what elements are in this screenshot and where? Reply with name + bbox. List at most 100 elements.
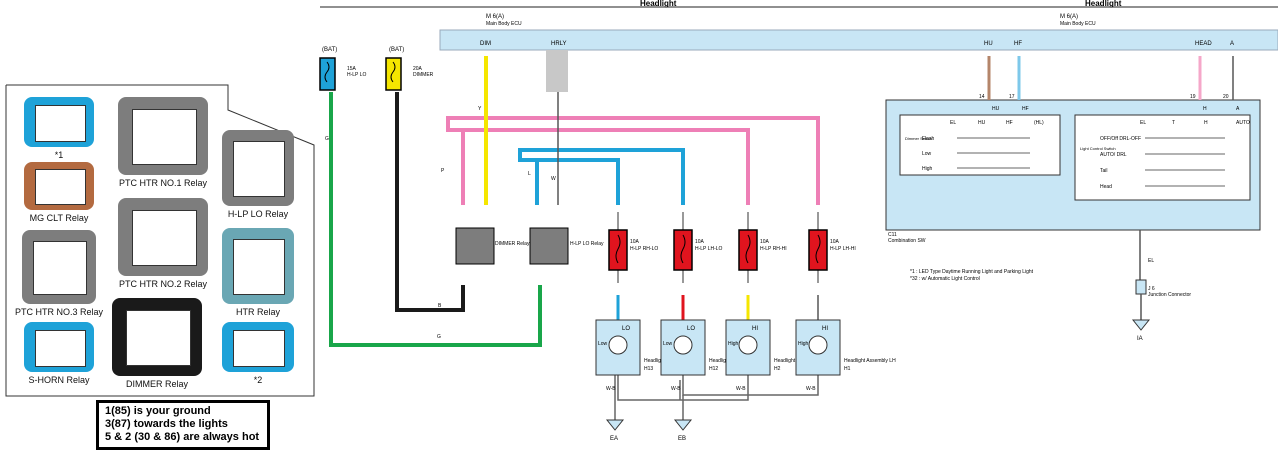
- table-row: Tail: [1100, 168, 1108, 174]
- table-row: Low: [922, 151, 932, 157]
- note-line: 1(85) is your ground: [105, 405, 211, 417]
- fuse-symbol: [680, 234, 686, 264]
- wire-code: Y: [478, 106, 482, 112]
- note-line: 3(87) towards the lights: [105, 418, 228, 430]
- ecu-code: M 6(A): [1060, 14, 1078, 20]
- fuse-name: H-LP LH-HI: [830, 246, 856, 252]
- ground-label: EA: [610, 436, 618, 442]
- wire-code: B: [438, 303, 442, 309]
- lamp-symbol: [808, 335, 828, 355]
- wire-code: W: [551, 176, 556, 182]
- fuse-rating: 10A: [760, 239, 770, 245]
- notes-box: 1(85) is your ground 3(87) towards the l…: [96, 400, 270, 450]
- relay-label: DIMMER Relay: [495, 241, 530, 247]
- relay-star2: [222, 322, 294, 372]
- lamp-symbol: [673, 335, 693, 355]
- ecu-code: M 6(A): [486, 14, 504, 20]
- relay-htr: [222, 228, 294, 304]
- wire-green: [329, 92, 542, 347]
- ground-symbol: [605, 419, 625, 431]
- wire-black: [395, 92, 465, 312]
- relay-label: DIMMER Relay: [125, 379, 188, 389]
- wire-blue-2: [535, 158, 620, 205]
- headlight-code: H1: [844, 366, 851, 372]
- fuse-rating: 20A: [413, 66, 423, 72]
- wire-code: W-B: [806, 386, 816, 392]
- ground-label: IA: [1137, 336, 1143, 342]
- headlight-code: H2: [774, 366, 781, 372]
- relay-label: H-LP LO Relay: [227, 209, 289, 219]
- switch-pin: 19: [1190, 94, 1196, 100]
- table-row: High: [922, 166, 933, 172]
- junction-code: J 6: [1148, 286, 1155, 292]
- relay-label: *1: [54, 150, 64, 160]
- switch-title: Dimmer Switch: [905, 136, 932, 141]
- dimmer-relay-symbol: [455, 227, 495, 265]
- beam-side: High: [798, 341, 809, 347]
- fuse-rating: 10A: [695, 239, 705, 245]
- table-header: AUTO: [1236, 120, 1250, 126]
- wire-code: W-B: [736, 386, 746, 392]
- fuse-rating: 10A: [630, 239, 640, 245]
- ground-symbol: [673, 419, 693, 431]
- relay-label: PTC HTR NO.2 Relay: [118, 279, 207, 289]
- beam-label: HI: [752, 326, 758, 332]
- table-row: AUTO/ DRL: [1100, 152, 1127, 158]
- fuse-name: H-LP LO: [347, 72, 366, 78]
- fuse-symbol: [815, 234, 821, 264]
- ecu-terminal: HRLY: [551, 41, 567, 47]
- relay-ptc2: [118, 198, 208, 276]
- relay-panel-outline: [5, 84, 315, 397]
- fuse-rating: 10A: [830, 239, 840, 245]
- relay-label: *2: [253, 375, 263, 385]
- switch-terminal: A: [1236, 106, 1240, 112]
- beam-side: Low: [598, 341, 608, 347]
- lamp-symbol: [608, 335, 628, 355]
- ecu-terminal: HU: [984, 41, 993, 47]
- table-header: T: [1172, 120, 1175, 126]
- main-body-ecu-band: [439, 29, 1278, 51]
- relay-label: S-HORN Relay: [28, 375, 90, 385]
- switch-terminal: HF: [1022, 106, 1029, 112]
- beam-label: LO: [687, 326, 695, 332]
- lamp-symbol: [738, 335, 758, 355]
- fuse-symbol: [745, 234, 751, 264]
- beam-side: Low: [663, 341, 673, 347]
- junction-name: Junction Connector: [1148, 292, 1191, 298]
- switch-terminal: H: [1203, 106, 1207, 112]
- table-header: HU: [978, 120, 986, 126]
- section-title: Headlight: [640, 0, 677, 8]
- fuse-rating: 15A: [347, 66, 357, 72]
- fuse-symbol: [615, 234, 621, 264]
- beam-side: High: [728, 341, 739, 347]
- relay-hlplo: [222, 130, 294, 206]
- headlight-assembly: [795, 319, 841, 376]
- ecu-terminal: HEAD: [1195, 41, 1212, 47]
- footnote: *32 : w/ Automatic Light Control: [910, 276, 980, 282]
- table-row: Head: [1100, 184, 1112, 190]
- fuse-dimmer: [385, 57, 402, 91]
- fuse-name: H-LP LH-LO: [695, 246, 723, 252]
- bat-label: (BAT): [322, 47, 337, 53]
- ecu-terminal: A: [1230, 41, 1234, 47]
- wire-code: G: [437, 334, 441, 340]
- table-header: EL: [950, 120, 956, 126]
- wire-code: W-B: [606, 386, 616, 392]
- ecu-name: Main Body ECU: [1060, 21, 1096, 27]
- fuse-name: DIMMER: [413, 72, 434, 78]
- note-line: 5 & 2 (30 & 86) are always hot: [105, 431, 260, 443]
- relay-label: HTR Relay: [235, 307, 280, 317]
- table-row: Flash: [922, 136, 934, 142]
- relay-label: MG CLT Relay: [29, 213, 89, 223]
- switch-pin: 20: [1223, 94, 1229, 100]
- headlight-schematic: Headlight Headlight M 6(A) Main Body ECU…: [319, 0, 1278, 442]
- wire-code: W-B: [671, 386, 681, 392]
- bat-label: (BAT): [389, 47, 404, 53]
- relay-shorn: [24, 322, 94, 372]
- table-header: EL: [1140, 120, 1146, 126]
- fuse-hlp-lo: [319, 57, 336, 91]
- headlight-code: H12: [709, 366, 718, 372]
- table-header: (HL): [1034, 120, 1044, 126]
- headlight-code: H13: [644, 366, 653, 372]
- footnote: *1 : LED Type Daytime Running Light and …: [910, 269, 1034, 275]
